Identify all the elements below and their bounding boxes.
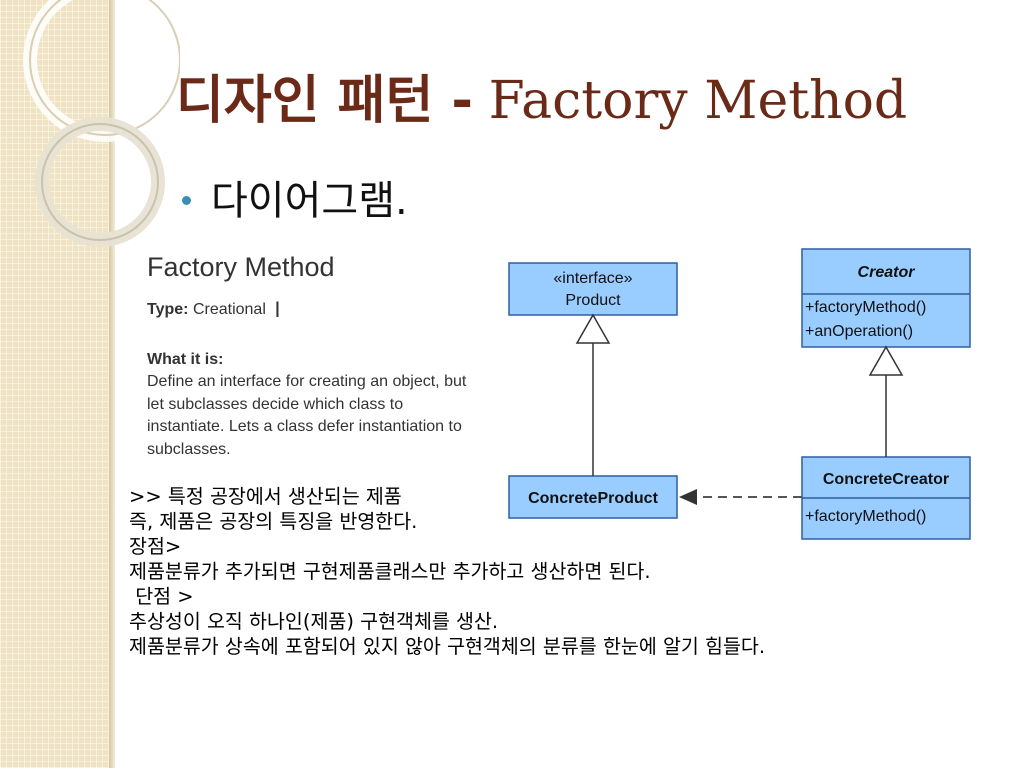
uml-inheritance-arrowhead-icon xyxy=(868,345,904,376)
uml-product-stereotype: «interface» xyxy=(553,270,632,287)
uml-realization-arrowhead-icon xyxy=(575,313,611,344)
uml-creator-name: Creator xyxy=(858,264,916,281)
note-line: 장점> xyxy=(129,535,182,558)
slide-title: 디자인 패턴 - Factory Method xyxy=(176,58,996,133)
uml-creator-box xyxy=(801,248,971,348)
text-cursor-icon: Ι xyxy=(274,297,281,322)
pattern-type-value: Creational xyxy=(192,301,266,318)
pattern-what-label: What it is: xyxy=(147,351,224,368)
note-line: 추상성이 오직 하나인(제품) 구현객체를 생산. xyxy=(129,610,499,633)
uml-product-name: Product xyxy=(565,292,621,309)
uml-concrete-creator-method: +factoryMethod() xyxy=(805,508,926,525)
uml-concrete-creator-name: ConcreteCreator xyxy=(823,471,949,488)
slide-title-english: Factory Method xyxy=(488,71,908,131)
uml-dependency-arrowhead-icon xyxy=(679,489,697,505)
uml-concrete-product-name: ConcreteProduct xyxy=(528,490,658,507)
bullet-dot-icon xyxy=(182,195,191,205)
note-line: 제품분류가 상속에 포함되어 있지 않아 구현객체의 분류를 한눈에 알기 힘들… xyxy=(129,635,766,658)
uml-creator-method: +factoryMethod() xyxy=(805,299,926,316)
uml-concrete-product-box xyxy=(508,475,678,519)
bullet-text: 다이어그램. xyxy=(211,178,408,224)
pattern-type-label: Type: xyxy=(147,301,189,318)
slide-title-korean: 디자인 패턴 - xyxy=(176,71,473,131)
uml-creator-method: +anOperation() xyxy=(805,323,913,340)
pattern-card-heading: Factory Method xyxy=(147,252,335,282)
note-line: 단점 > xyxy=(129,585,194,608)
note-line: 제품분류가 추가되면 구현제품클래스만 추가하고 생산하면 된다. xyxy=(129,560,651,583)
decorative-rings xyxy=(23,0,180,247)
pattern-card: Factory Method Type: Creational Ι What i… xyxy=(147,252,487,461)
notes-block: >> 특정 공장에서 생산되는 제품 즉, 제품은 공장의 특징을 반영한다. … xyxy=(129,484,989,659)
note-line: 즉, 제품은 공장의 특징을 반영한다. xyxy=(129,510,418,533)
pattern-type-row: Type: Creational Ι xyxy=(147,297,487,323)
note-line: >> 특정 공장에서 생산되는 제품 xyxy=(129,485,402,508)
left-strip-edge xyxy=(109,0,115,768)
pattern-description: Define an interface for creating an obje… xyxy=(147,373,467,458)
bullet-item: 다이어그램. xyxy=(182,168,408,226)
